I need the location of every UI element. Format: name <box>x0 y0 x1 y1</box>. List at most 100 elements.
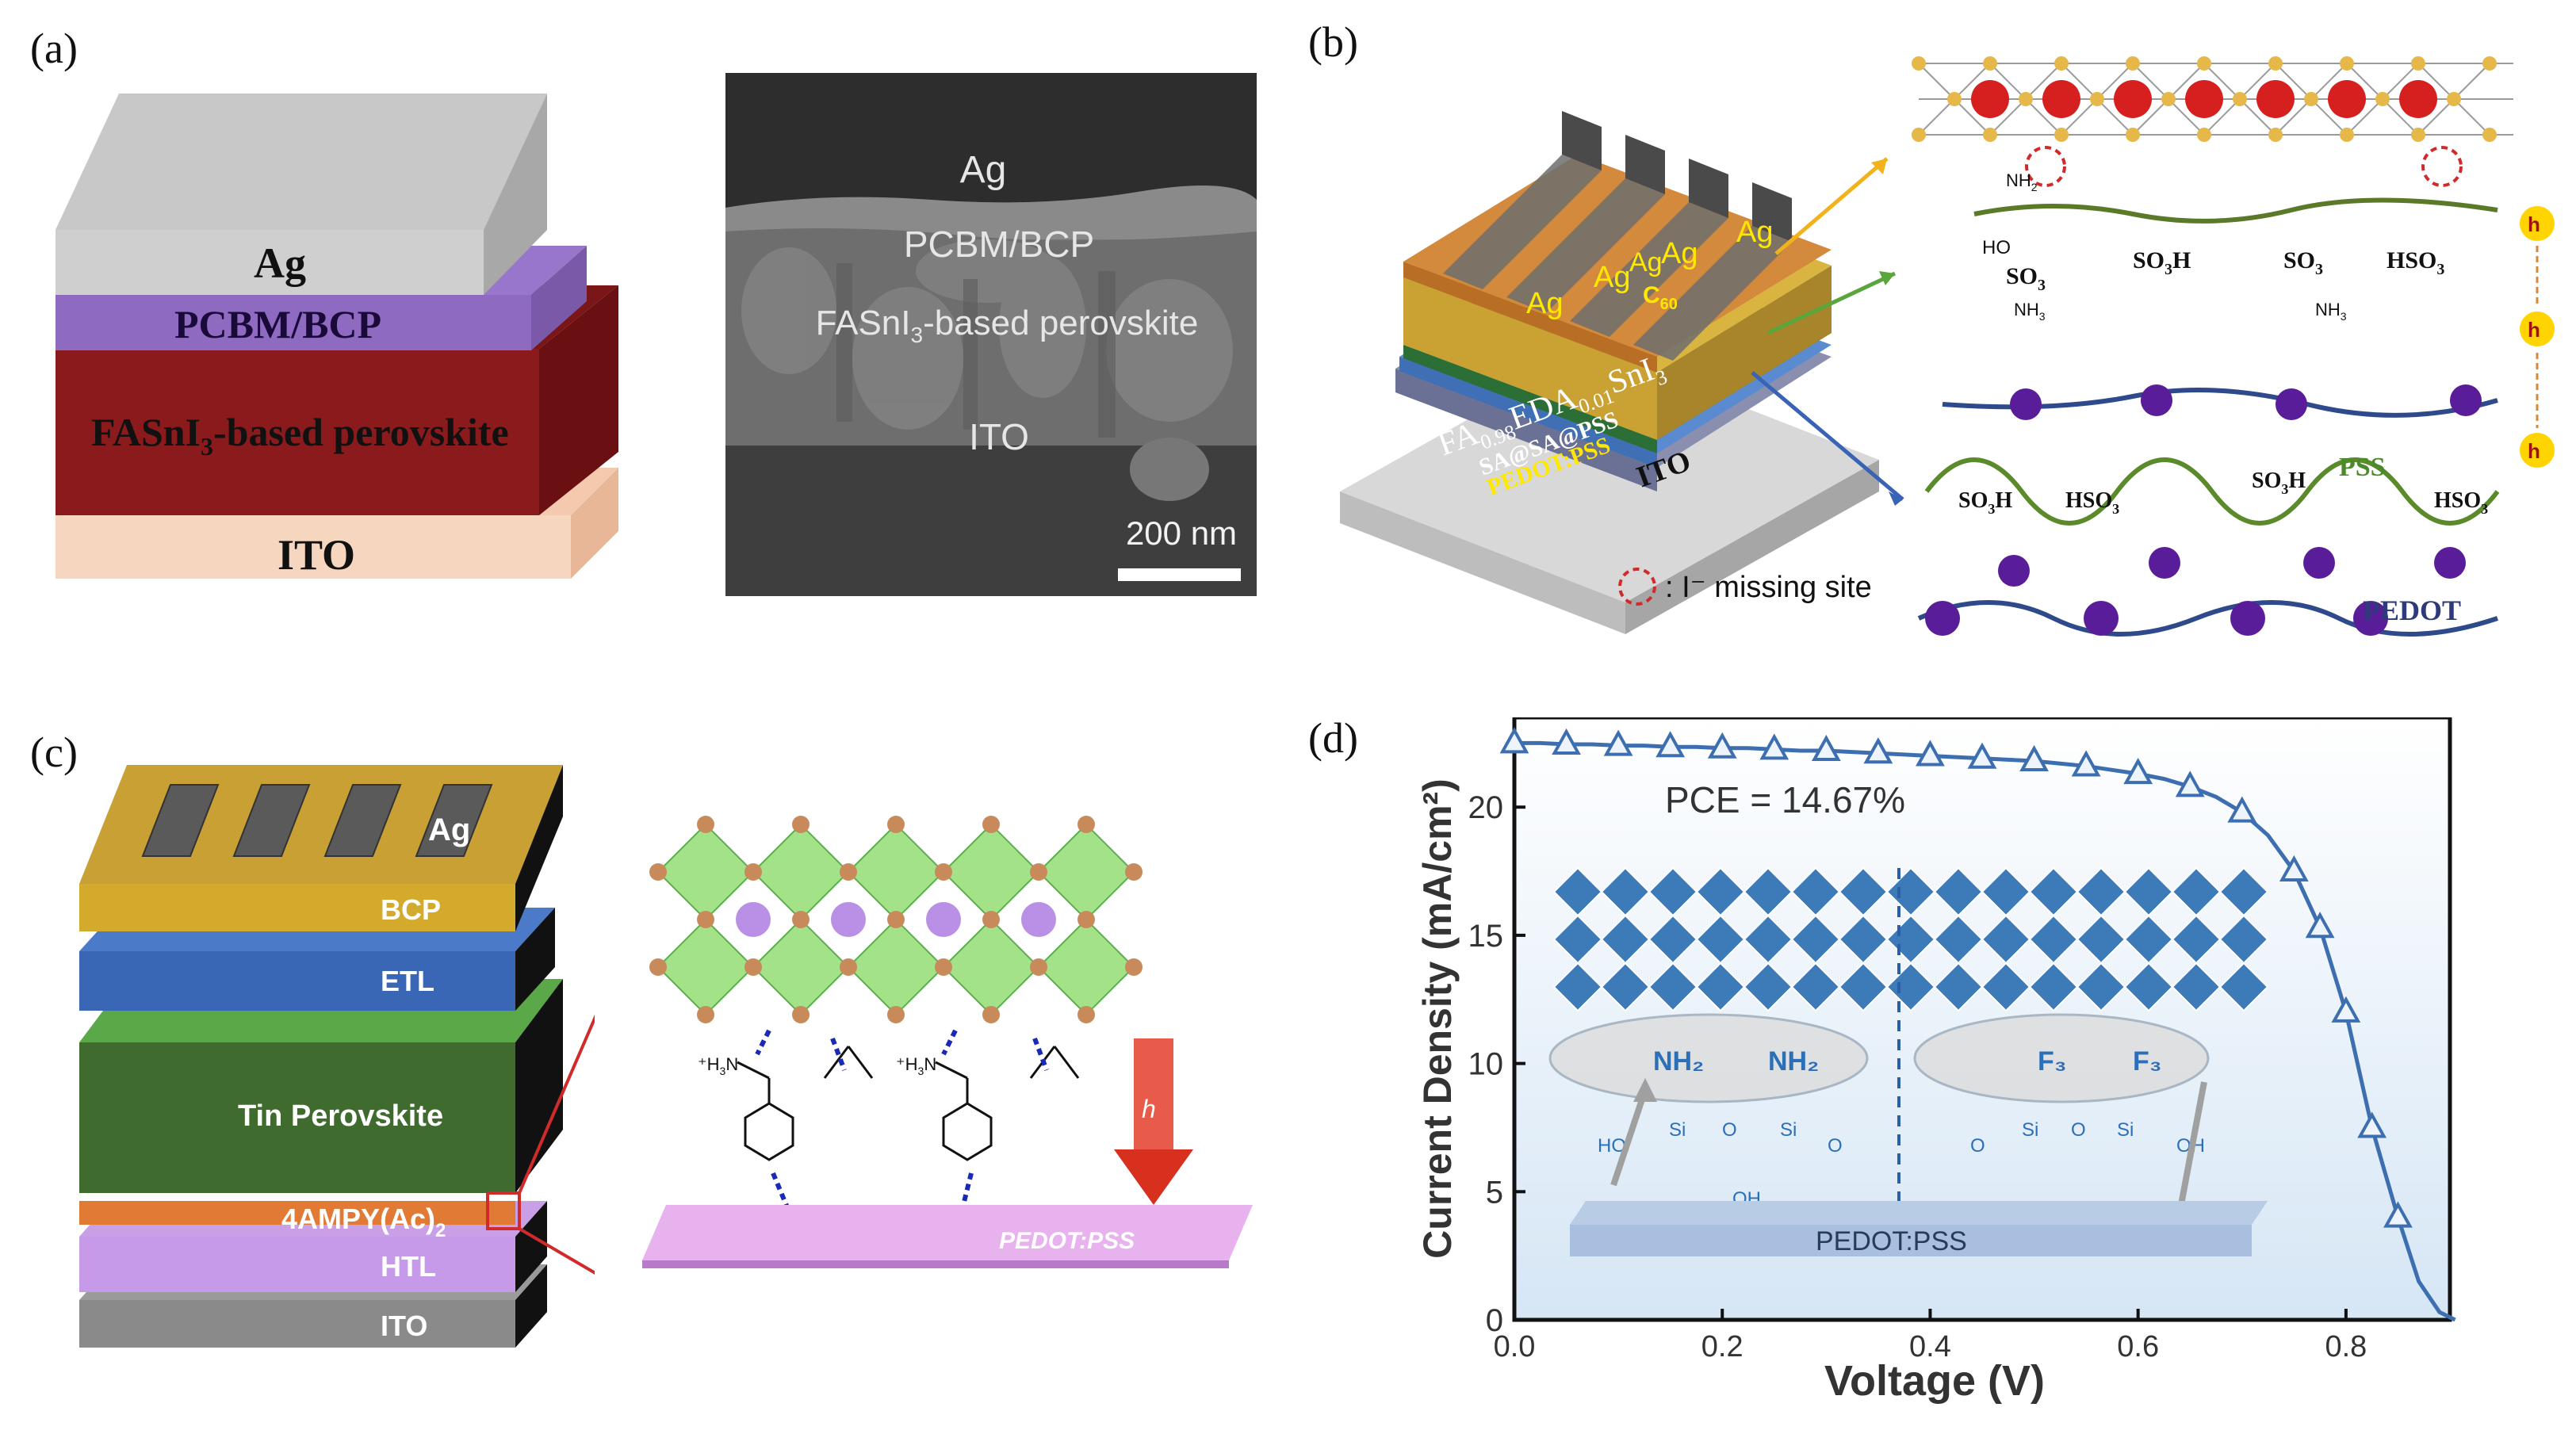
sem-label-ag: Ag <box>960 149 1007 191</box>
jv-point <box>1707 732 1737 759</box>
inset-pedot-slab <box>1570 1201 2268 1225</box>
sem-scalebar-label: 200 nm <box>1126 514 1237 552</box>
panel-label-d: (d) <box>1308 714 1358 762</box>
y-tick-label: 10 <box>1468 1047 1504 1082</box>
jv-point <box>1967 742 1997 769</box>
ho-label: HO <box>1982 237 2011 258</box>
hole-arrow <box>1134 1038 1173 1149</box>
jv-point <box>1552 728 1581 755</box>
missing-site-icon <box>1618 568 1656 606</box>
pedot-label: PEDOT <box>2363 595 2461 626</box>
c-layer-4ampy: 4AMPY(Ac)2 <box>281 1203 446 1241</box>
svg-text:Si: Si <box>1669 1119 1686 1141</box>
hso3-label-2: HSO3 <box>2065 488 2119 517</box>
x-tick-label: 0.2 <box>1701 1330 1743 1363</box>
svg-text:Si: Si <box>2022 1119 2038 1141</box>
jv-point <box>1759 733 1789 760</box>
y-tick-label: 15 <box>1468 919 1504 954</box>
so3h-label-2: SO3H <box>1958 488 2012 517</box>
inset-arrow-up <box>1610 1088 1648 1187</box>
f3-label-1: F₃ <box>2038 1046 2067 1076</box>
jv-point <box>2357 1111 2387 1138</box>
svg-text:O: O <box>1722 1119 1737 1141</box>
layer-label-perovskite: FASnI3-based perovskite <box>91 410 509 461</box>
svg-text:h: h <box>2528 318 2540 342</box>
jv-point <box>1811 734 1841 762</box>
jv-point <box>1916 740 1945 767</box>
sem-label-pcbm-bcp: PCBM/BCP <box>904 224 1094 265</box>
so3h-label-1: SO3H <box>2133 247 2191 278</box>
c-layer-htl: HTL <box>381 1250 436 1283</box>
sem-cross-section-image: Ag PCBM/BCP FASnI3-based perovskite ITO … <box>725 73 1257 596</box>
jv-point <box>2383 1201 2413 1228</box>
so3-label-2: SO3 <box>2283 247 2323 278</box>
electrode-label-5: Ag <box>1736 216 1773 249</box>
so3h-label-3: SO3H <box>2252 468 2306 497</box>
jv-point <box>2175 771 2205 797</box>
ammonium-label-1: ⁺H3N <box>698 1054 738 1077</box>
svg-text:Si: Si <box>2117 1119 2134 1141</box>
electrode-label-2: Ag <box>1594 261 1630 294</box>
y-axis-label: Current Density (mA/cm²) <box>1415 778 1460 1259</box>
c-layer-ito: ITO <box>381 1310 427 1342</box>
electrode-label-1: Ag <box>1526 287 1563 320</box>
layer-label-ag: Ag <box>254 239 306 287</box>
pedot-slab <box>642 1205 1253 1260</box>
svg-text:O: O <box>1828 1135 1843 1157</box>
jv-point <box>1499 727 1529 754</box>
electrode-label-3: Ag <box>1629 247 1663 277</box>
ammonium-label-2: ⁺H3N <box>896 1054 936 1077</box>
panel-label-b: (b) <box>1308 18 1358 66</box>
x-tick-label: 0.6 <box>2117 1330 2159 1363</box>
hole-hopping: h h h <box>2520 206 2555 468</box>
layer-label-ito: ITO <box>278 531 355 579</box>
x-axis-label: Voltage (V) <box>1824 1357 2045 1405</box>
panel-label-a: (a) <box>30 25 78 72</box>
so3-label-1: SO3 <box>2006 263 2046 294</box>
inset-pedot-label: PEDOT:PSS <box>1816 1226 1967 1256</box>
svg-text:h: h <box>2528 439 2540 463</box>
panel-label-c: (c) <box>30 728 78 776</box>
panel-c-interface: ⁺H3N ⁺H3N h PEDOT:PSS <box>642 816 1253 1268</box>
jv-point <box>2071 750 2101 777</box>
jv-point <box>1863 737 1893 764</box>
panel-c-device-stack: Ag BCP ETL Tin Perovskite 4AMPY(Ac)2 HTL… <box>79 765 595 1348</box>
svg-text:Si: Si <box>1780 1119 1797 1141</box>
c-layer-ag: Ag <box>428 813 470 847</box>
perovskite-octahedra <box>649 816 1143 1023</box>
jv-point <box>1655 731 1686 758</box>
inset-arrow-down <box>2177 1081 2207 1210</box>
sa-backbone <box>1973 197 2498 224</box>
y-tick-label: 0 <box>1486 1303 1503 1338</box>
pedot-slab-label: PEDOT:PSS <box>999 1228 1135 1254</box>
layer-label-pcbm-bcp: PCBM/BCP <box>174 302 381 346</box>
jv-point <box>2305 912 2335 939</box>
y-tick-label: 5 <box>1486 1175 1503 1210</box>
hso3-label-3: HSO3 <box>2434 488 2488 517</box>
arrow-pedot <box>1751 371 1904 501</box>
svg-text:O: O <box>2071 1119 2086 1141</box>
pce-label: PCE = 14.67% <box>1665 779 1905 820</box>
pss-label: PSS <box>2339 453 2386 482</box>
sem-label-ito: ITO <box>969 416 1029 457</box>
hole-label: h <box>1142 1095 1156 1123</box>
jv-point <box>2227 796 2257 823</box>
y-tick-label: 20 <box>1468 790 1504 825</box>
arrow-c60 <box>1774 157 1889 255</box>
f3-label-2: F₃ <box>2133 1046 2162 1076</box>
jv-point <box>2279 855 2309 882</box>
sem-scalebar <box>1118 568 1241 581</box>
svg-text:O: O <box>1970 1135 1985 1157</box>
arrow-sa <box>1766 271 1897 335</box>
c-layer-etl: ETL <box>381 965 434 997</box>
nh3-label-1: NH3 <box>2014 300 2046 323</box>
pedot-chain <box>1917 600 2498 637</box>
panel-b-device: Ag Ag Ag Ag Ag C60 FA0.98EDA0.01SnI3 SA@… <box>1340 111 1904 634</box>
missing-site-legend: : I⁻ missing site <box>1665 571 1872 604</box>
jv-point <box>1603 729 1633 756</box>
svg-text:h: h <box>2528 212 2540 236</box>
c-layer-perovskite: Tin Perovskite <box>238 1099 443 1133</box>
